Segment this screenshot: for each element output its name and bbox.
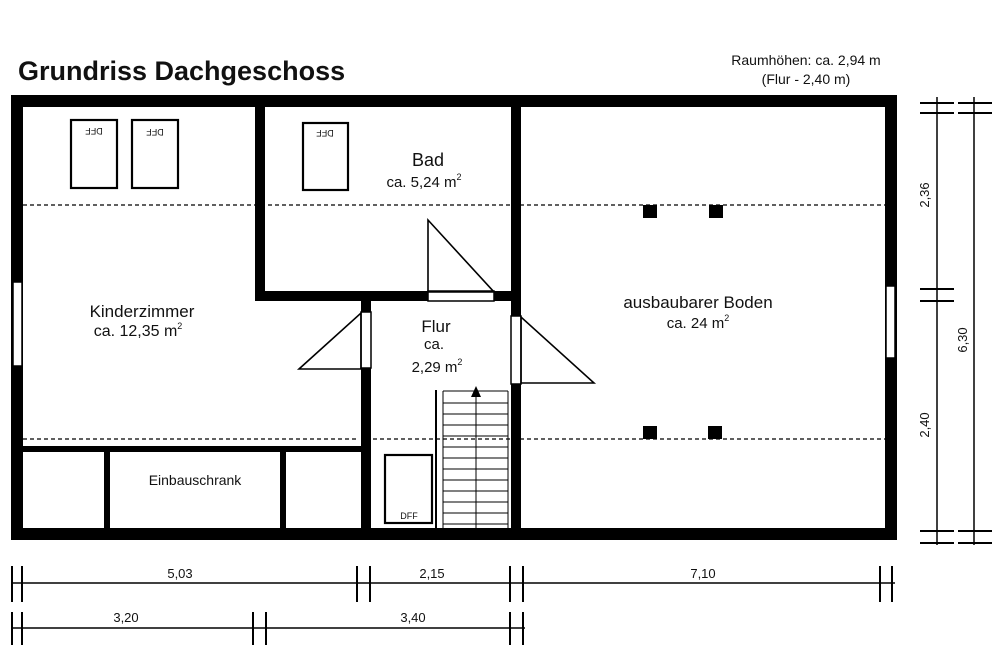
roof-window-kinderzimmer-1 xyxy=(69,118,119,190)
dim-right-6-30: 6,30 xyxy=(955,327,970,352)
roof-window-bad xyxy=(301,121,350,192)
dim-bottom-3-20: 3,20 xyxy=(113,610,138,625)
area-kinderzimmer-sup: 2 xyxy=(177,321,182,331)
room-name-boden: ausbaubarer Boden xyxy=(623,293,772,312)
room-area-flur-line1: ca. xyxy=(424,336,444,353)
staircase xyxy=(442,390,509,530)
area-boden-value: ca. 24 m xyxy=(667,315,725,332)
dim-bottom-7-10: 7,10 xyxy=(690,566,715,581)
dimension-row-1 xyxy=(11,566,895,602)
dim-right-2-40: 2,40 xyxy=(917,412,932,437)
roof-windows xyxy=(69,118,434,525)
dimension-col-1 xyxy=(920,97,954,545)
area-flur-value: 2,29 m xyxy=(412,359,458,376)
dimension-row-2-labels: 3,20 3,40 xyxy=(113,610,425,625)
dim-bottom-3-40: 3,40 xyxy=(400,610,425,625)
dff-label-4: DFF xyxy=(400,511,418,521)
roof-window-flur xyxy=(383,453,434,525)
room-heights-line2: (Flur - 2,40 m) xyxy=(761,71,851,87)
area-bad-value: ca. 5,24 m xyxy=(386,174,456,191)
dimension-col-2 xyxy=(958,97,992,545)
room-name-einbauschrank: Einbauschrank xyxy=(149,472,243,488)
dimension-row-1-labels: 5,03 2,15 7,10 xyxy=(167,566,715,581)
room-area-flur-line2: 2,29 m2 xyxy=(412,357,463,376)
boden-door-swing xyxy=(520,315,597,384)
dim-bottom-5-03: 5,03 xyxy=(167,566,192,581)
area-kinderzimmer-value: ca. 12,35 m xyxy=(94,323,178,340)
window-boden xyxy=(885,285,896,359)
room-heights-note: Raumhöhen: ca. 2,94 m (Flur - 2,40 m) xyxy=(712,52,900,87)
area-flur-sup: 2 xyxy=(457,357,462,367)
room-name-kinderzimmer: Kinderzimmer xyxy=(90,302,195,321)
room-area-boden: ca. 24 m2 xyxy=(667,313,730,332)
support-posts xyxy=(643,205,723,439)
dff-label-2: DFF xyxy=(146,127,164,137)
flur-door-swing xyxy=(296,311,362,370)
dimension-row-2 xyxy=(11,612,525,645)
roof-window-kinderzimmer-2 xyxy=(130,118,180,190)
dim-right-2-36: 2,36 xyxy=(917,182,932,207)
window-kinderzimmer xyxy=(12,281,23,367)
plan-title: Grundriss Dachgeschoss xyxy=(18,56,346,86)
room-area-kinderzimmer: ca. 12,35 m2 xyxy=(94,321,183,340)
dff-label-3: DFF xyxy=(316,128,334,138)
roof-window-labels: DFF DFF DFF DFF xyxy=(85,126,418,521)
dff-label-1: DFF xyxy=(85,126,103,136)
door-swings xyxy=(296,217,597,384)
room-name-bad: Bad xyxy=(412,150,444,170)
dimension-col-1-labels: 2,36 2,40 xyxy=(917,182,932,437)
area-bad-sup: 2 xyxy=(457,172,462,182)
dim-bottom-2-15: 2,15 xyxy=(419,566,444,581)
interior-walls xyxy=(17,101,521,534)
room-heights-line1: Raumhöhen: ca. 2,94 m xyxy=(731,52,881,68)
room-name-flur: Flur xyxy=(421,317,451,336)
room-labels: Kinderzimmer ca. 12,35 m2 Bad ca. 5,24 m… xyxy=(90,150,773,488)
room-area-bad: ca. 5,24 m2 xyxy=(386,172,461,191)
slope-lines xyxy=(23,204,885,440)
stair-direction-arrow xyxy=(471,386,481,397)
exterior-windows xyxy=(12,281,896,367)
bad-door-swing xyxy=(427,217,496,293)
area-boden-sup: 2 xyxy=(724,313,729,323)
